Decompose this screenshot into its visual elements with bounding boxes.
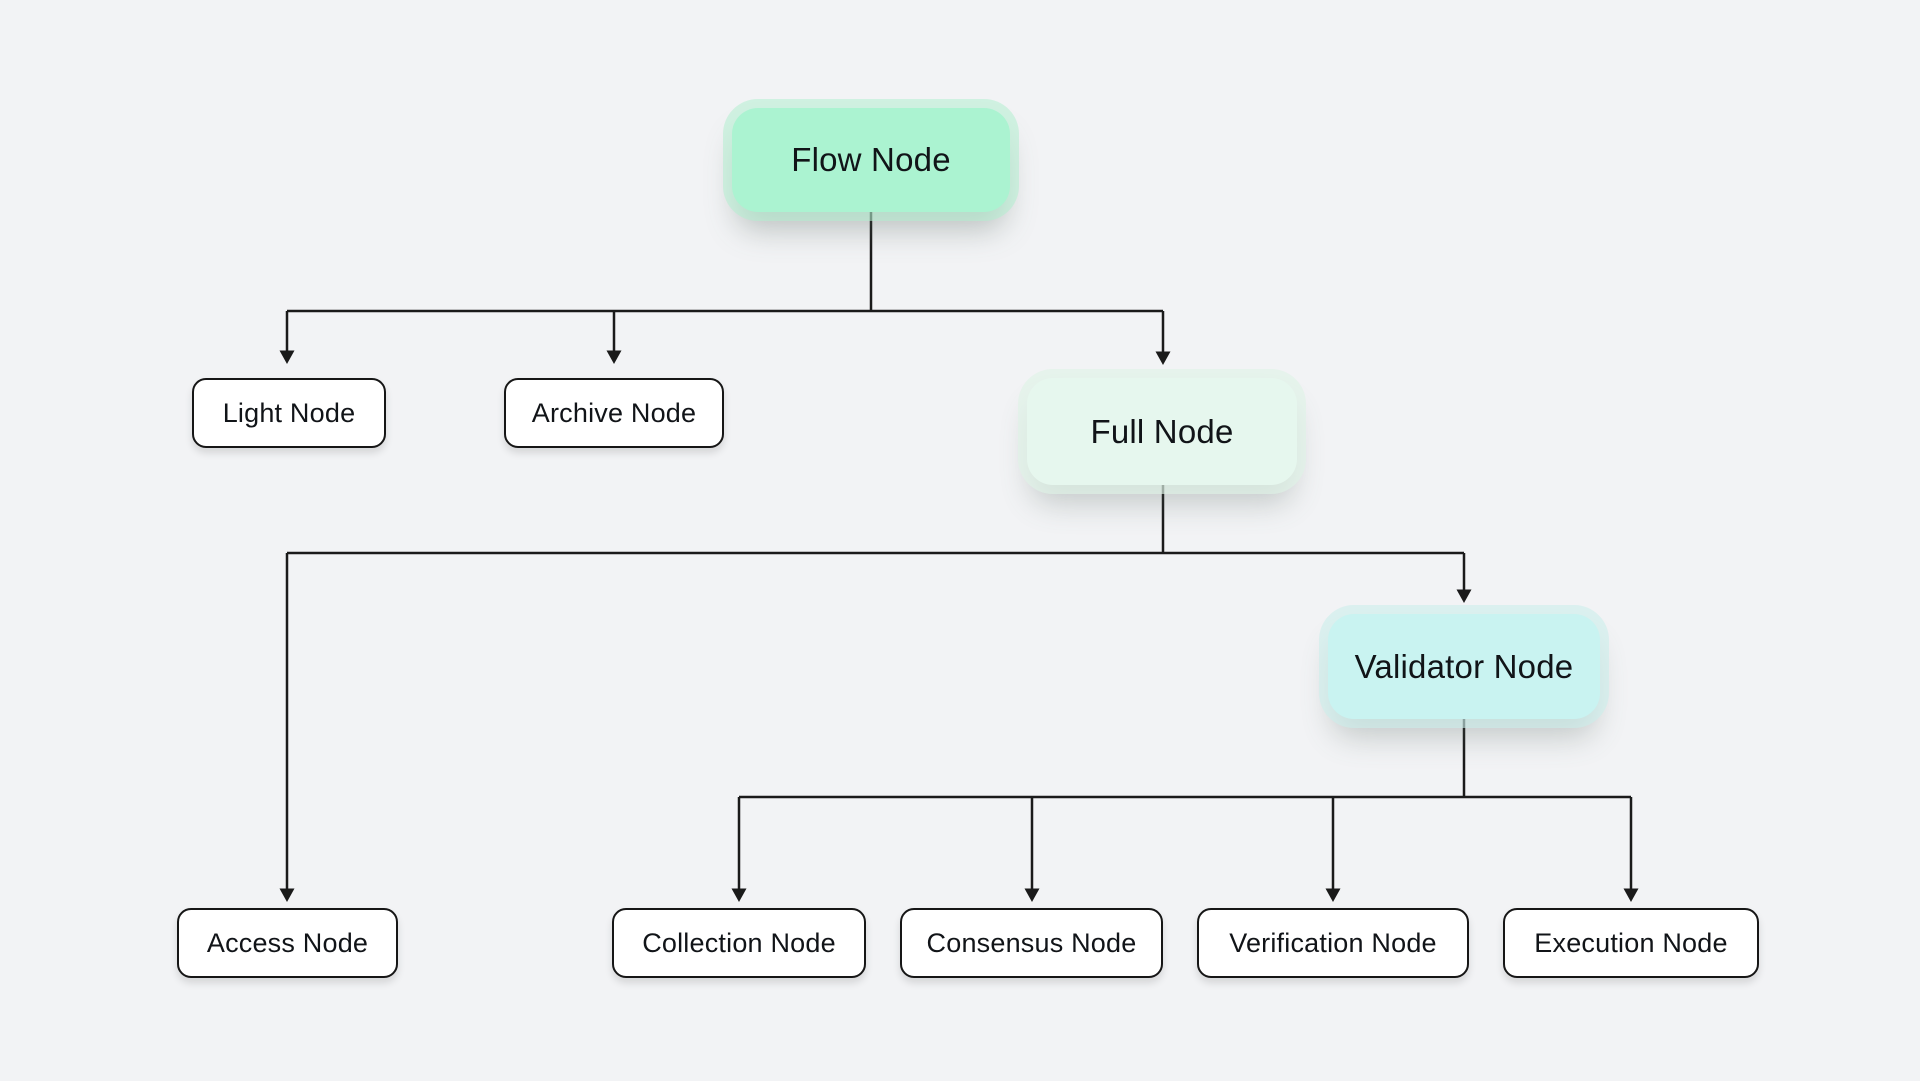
node-flow-node: Flow Node: [732, 108, 1010, 212]
node-light-node: Light Node: [192, 378, 386, 448]
node-access-node: Access Node: [177, 908, 398, 978]
node-full-node: Full Node: [1027, 378, 1297, 485]
node-archive-node: Archive Node: [504, 378, 724, 448]
node-collection-node: Collection Node: [612, 908, 866, 978]
node-consensus-node: Consensus Node: [900, 908, 1163, 978]
node-validator-node: Validator Node: [1328, 614, 1600, 719]
node-verification-node: Verification Node: [1197, 908, 1469, 978]
node-execution-node: Execution Node: [1503, 908, 1759, 978]
edge-segments: [285, 212, 1633, 889]
